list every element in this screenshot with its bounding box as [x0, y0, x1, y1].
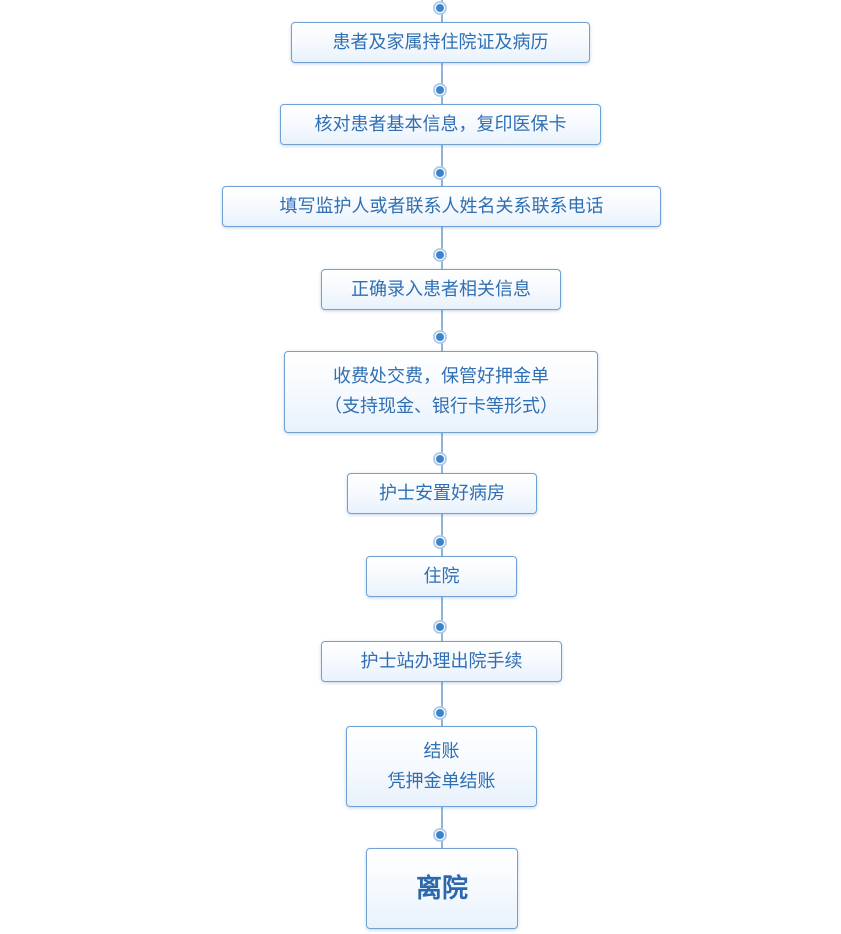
step-3-box: 填写监护人或者联系人姓名关系联系电话: [222, 186, 661, 227]
connector-node-icon: [434, 453, 446, 465]
step-8-text: 护士站办理出院手续: [360, 650, 523, 672]
step-7-text: 住院: [423, 565, 460, 587]
step-2-text: 核对患者基本信息，复印医保卡: [314, 113, 567, 135]
connector-node-icon: [434, 167, 446, 179]
step-6-box: 护士安置好病房: [347, 473, 537, 514]
step-8-box: 护士站办理出院手续: [321, 641, 562, 682]
connector-line: [441, 681, 443, 727]
connector-line: [441, 309, 443, 352]
connector-line: [441, 806, 443, 849]
step-6-text: 护士安置好病房: [379, 482, 505, 504]
connector-node-icon: [434, 331, 446, 343]
connector-node-icon: [434, 829, 446, 841]
connector-node-icon: [434, 621, 446, 633]
connector-line: [441, 513, 443, 557]
step-10-box: 离院: [366, 848, 518, 929]
connector-line: [441, 62, 443, 104]
step-2-box: 核对患者基本信息，复印医保卡: [280, 104, 601, 145]
connector-line: [441, 226, 443, 270]
step-4-text: 正确录入患者相关信息: [351, 278, 531, 300]
step-9-text-line-2: 凭押金单结账: [387, 770, 496, 792]
connector-node-icon: [434, 707, 446, 719]
connector-node-icon: [434, 84, 446, 96]
connector-node-icon: [434, 2, 446, 14]
step-5-text-line-2: （支持现金、银行卡等形式）: [324, 396, 558, 417]
step-9-box: 结账 凭押金单结账: [346, 726, 537, 807]
connector-node-icon: [434, 249, 446, 261]
connector-line: [441, 596, 443, 642]
step-1-box: 患者及家属持住院证及病历: [291, 22, 590, 63]
step-10-text: 离院: [415, 873, 468, 904]
step-1-text: 患者及家属持住院证及病历: [332, 31, 549, 53]
step-5-text-line-1: 收费处交费，保管好押金单: [333, 366, 549, 387]
step-3-text: 填写监护人或者联系人姓名关系联系电话: [279, 195, 604, 217]
connector-node-icon: [434, 536, 446, 548]
step-7-box: 住院: [366, 556, 517, 597]
step-5-box: 收费处交费，保管好押金单 （支持现金、银行卡等形式）: [284, 351, 598, 433]
step-4-box: 正确录入患者相关信息: [321, 269, 561, 310]
connector-line: [441, 144, 443, 186]
step-9-text-line-1: 结账: [423, 740, 460, 762]
